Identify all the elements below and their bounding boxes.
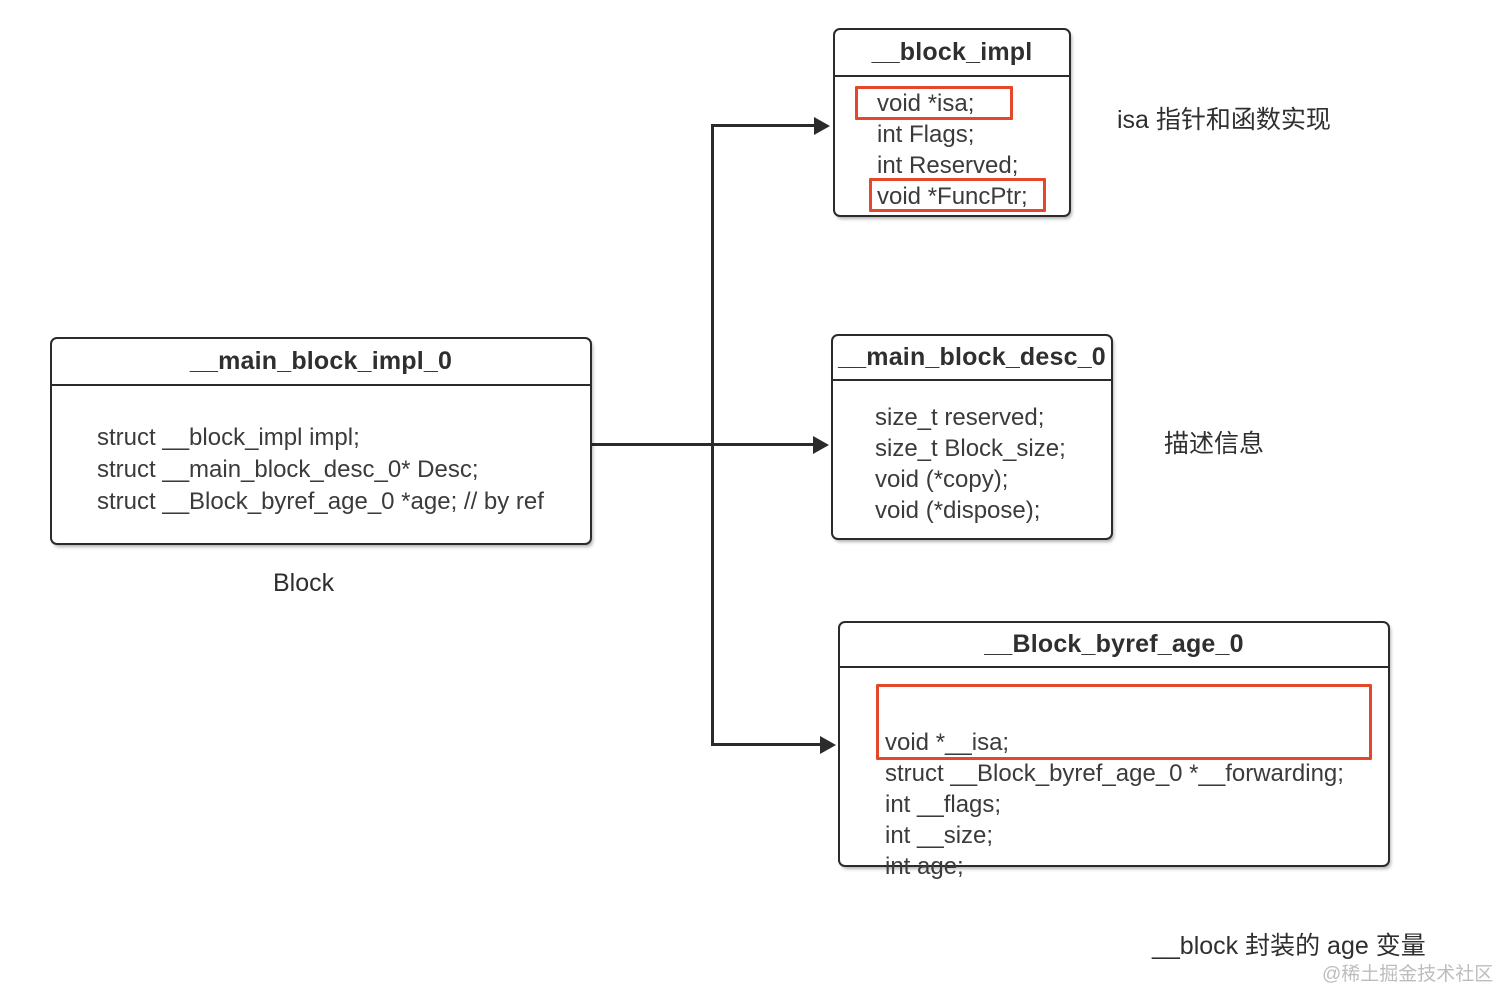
class-box-block-impl-title: __block_impl <box>835 30 1069 77</box>
class-box-main-block-impl-0-title: __main_block_impl_0 <box>52 339 590 386</box>
caption-desc-note: 描述信息 <box>1164 430 1265 458</box>
class-box-block-impl[interactable]: __block_impl void *isa; int Flags; int R… <box>833 28 1071 217</box>
class-box-main-block-impl-0-body: struct __block_impl impl; struct __main_… <box>52 386 590 542</box>
field-size-t-block-size: size_t Block_size; <box>875 435 1066 462</box>
connector-spine <box>711 124 714 746</box>
connector-to-byref <box>711 743 823 746</box>
caption-isa-note: isa 指针和函数实现 <box>1117 106 1331 134</box>
class-box-main-block-impl-0[interactable]: __main_block_impl_0 struct __block_impl … <box>50 337 592 545</box>
field-struct-desc-0-desc: struct __main_block_desc_0* Desc; <box>97 456 479 483</box>
field-int-age: int age; <box>885 853 964 880</box>
class-box-main-block-desc-0-body: size_t reserved; size_t Block_size; void… <box>833 381 1111 537</box>
connector-to-desc <box>711 443 816 446</box>
field-void-dispose: void (*dispose); <box>875 497 1041 524</box>
caption-byref-note: __block 封装的 age 变量 <box>1152 932 1426 960</box>
field-int-reserved: int Reserved; <box>877 152 1019 179</box>
class-box-block-byref-age-0[interactable]: __Block_byref_age_0 void *__isa; struct … <box>838 621 1390 879</box>
class-box-main-block-desc-0-title: __main_block_desc_0 <box>833 336 1111 381</box>
field-int-flags-byref: int __flags; <box>885 791 1002 818</box>
caption-block-label: Block <box>273 569 335 597</box>
class-box-block-byref-age-0-body: void *__isa; struct __Block_byref_age_0 … <box>840 668 1388 879</box>
watermark: @稀土掘金技术社区 <box>1322 964 1494 985</box>
class-box-block-impl-body: void *isa; int Flags; int Reserved; void… <box>835 77 1069 214</box>
field-void-funcptr: void *FuncPtr; <box>877 183 1028 210</box>
class-box-block-byref-age-0-title: __Block_byref_age_0 <box>840 623 1388 668</box>
arrowhead-byref <box>820 735 836 754</box>
field-int-flags: int Flags; <box>877 121 975 148</box>
arrowhead-block-impl <box>814 116 830 135</box>
class-box-main-block-desc-0[interactable]: __main_block_desc_0 size_t reserved; siz… <box>831 334 1113 540</box>
arrowhead-desc <box>813 435 829 454</box>
field-struct-byref-age-0-age: struct __Block_byref_age_0 *age; // by r… <box>97 488 544 515</box>
connector-stem <box>592 443 714 446</box>
field-int-size-byref: int __size; <box>885 822 994 849</box>
connector-to-block-impl <box>711 124 819 127</box>
field-struct-forwarding: struct __Block_byref_age_0 *__forwarding… <box>885 760 1344 787</box>
field-size-t-reserved: size_t reserved; <box>875 404 1045 431</box>
field-void-isa: void *isa; <box>877 90 975 117</box>
field-void-copy: void (*copy); <box>875 466 1009 493</box>
field-struct-block-impl-impl: struct __block_impl impl; <box>97 424 360 451</box>
field-void-isa-byref: void *__isa; <box>885 729 1010 756</box>
